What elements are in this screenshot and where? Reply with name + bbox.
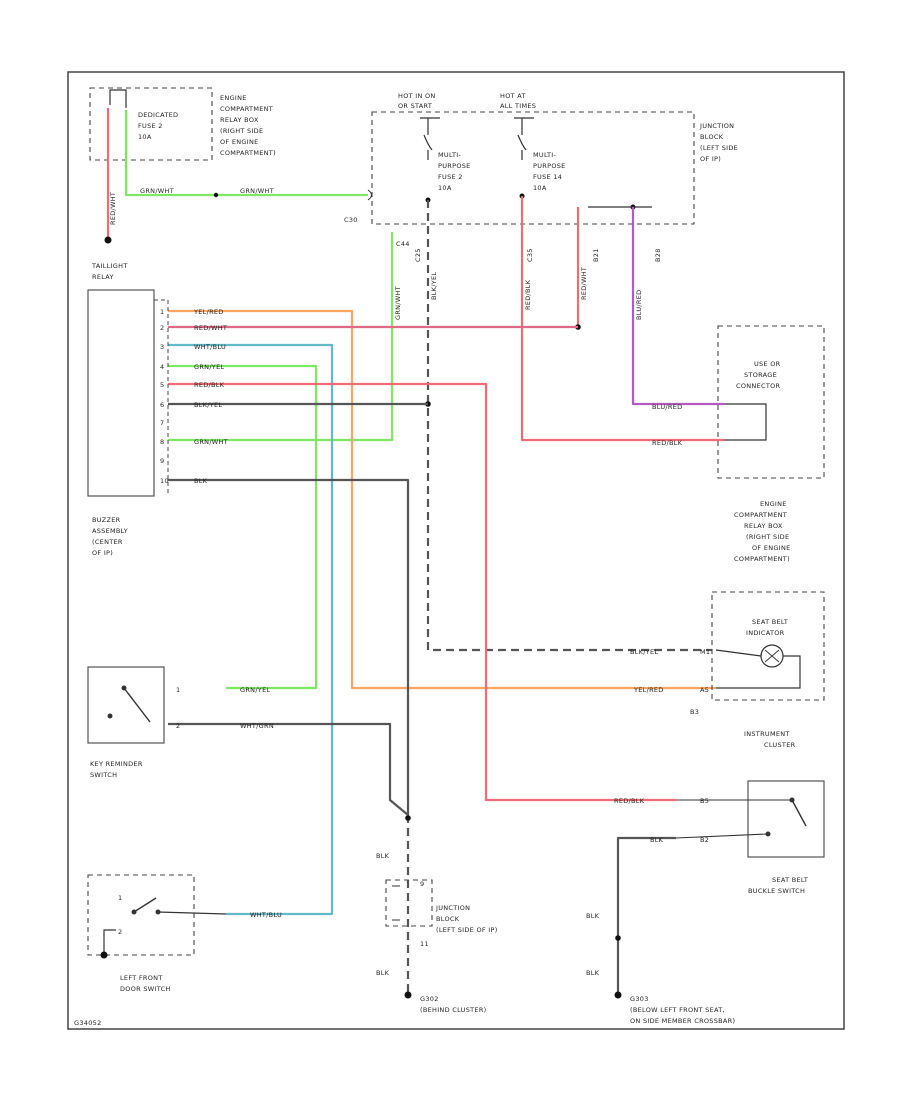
svg-text:RED/BLK: RED/BLK [524, 279, 532, 310]
svg-text:4: 4 [160, 363, 164, 371]
svg-text:C44: C44 [396, 240, 410, 248]
svg-text:SEAT BELT BUCKLE SWITCH: SEAT BELT BUCKLE SWITCH [748, 876, 811, 895]
svg-text:BLK/YEL: BLK/YEL [194, 401, 222, 409]
svg-text:RED/BLK: RED/BLK [194, 381, 225, 389]
svg-text:BLK: BLK [194, 477, 208, 485]
svg-text:KEY REMINDER SWITCH: KEY REMINDER SWITCH [90, 760, 145, 779]
svg-text:2: 2 [118, 928, 122, 936]
instrument-cluster-label: INSTRUMENT CLUSTER [744, 730, 796, 749]
diagram-frame [67, 71, 845, 1030]
svg-text:RED/BLK: RED/BLK [614, 797, 645, 805]
svg-text:BLK: BLK [586, 969, 600, 977]
seat-belt-buckle-switch: B5 B2 SEAT BELT BUCKLE SWITCH [675, 780, 825, 895]
svg-text:2: 2 [160, 324, 164, 332]
svg-text:C35: C35 [526, 248, 534, 262]
diagram-code: G34052 [74, 1019, 102, 1027]
use-storage-connector: USE OR STORAGE CONNECTOR [717, 325, 825, 479]
svg-text:RED/WHT: RED/WHT [194, 324, 227, 332]
svg-text:3: 3 [160, 343, 164, 351]
svg-text:C30: C30 [344, 216, 358, 224]
svg-text:BLU/RED: BLU/RED [652, 403, 682, 411]
engine-relay-box-top-label: ENGINE COMPARTMENT RELAY BOX (RIGHT SIDE… [220, 94, 276, 157]
svg-text:GRN/YEL: GRN/YEL [240, 686, 270, 694]
svg-text:JUNCTION BLOCK (LE: JUNCTION BLOCK (LEFT SIDE OF IP) [435, 904, 498, 934]
svg-text:BUZZER ASSEMBLY (C: BUZZER ASSEMBLY (CENTER OF IP) [92, 516, 130, 557]
wire-yel-red [168, 309, 716, 690]
svg-text:GRN/WHT: GRN/WHT [394, 286, 402, 320]
wire-blk-row11 [168, 478, 410, 815]
svg-text:WHT/GRN: WHT/GRN [240, 722, 274, 730]
wire-blk-yel-main [426, 200, 712, 652]
ground-g303-label: G303 (BELOW LEFT FRONT SEAT, ON SIDE MEM… [630, 995, 735, 1025]
svg-text:2: 2 [176, 722, 180, 730]
svg-text:5: 5 [160, 381, 164, 389]
svg-text:BLK: BLK [586, 912, 600, 920]
svg-text:WHT/BLU: WHT/BLU [250, 911, 282, 919]
svg-text:C25: C25 [414, 248, 422, 262]
wire-ground-g303 [616, 836, 676, 992]
svg-text:GRN/WHT: GRN/WHT [194, 438, 228, 446]
svg-text:9: 9 [160, 457, 164, 465]
svg-text:SEAT BELT INDICATOR: SEAT BELT INDICATOR [746, 618, 791, 637]
svg-text:B3: B3 [690, 708, 699, 716]
svg-text:GRN/YEL: GRN/YEL [194, 363, 224, 371]
svg-text:10: 10 [160, 477, 169, 485]
svg-text:BLK: BLK [650, 836, 664, 844]
svg-text:7: 7 [160, 419, 164, 427]
wire-grn-wht-top [124, 110, 368, 197]
ground-g302-label: G302 (BEHIND CLUSTER) [420, 995, 487, 1014]
wire-wht-blu [168, 343, 334, 916]
svg-text:BLU/RED: BLU/RED [635, 290, 643, 320]
wire-grn-yel [168, 364, 318, 690]
svg-text:GRN/WHT: GRN/WHT [140, 187, 174, 195]
wire-red-blk-main [520, 196, 724, 442]
svg-text:1: 1 [160, 308, 164, 316]
svg-text:YEL/RED: YEL/RED [193, 308, 224, 316]
left-front-door-switch: 1 2 LEFT FRONT DOOR SWITCH [87, 874, 227, 993]
svg-text:BLK: BLK [376, 852, 390, 860]
svg-text:USE OR STORAGE CON: USE OR STORAGE CONNECTOR [736, 360, 783, 390]
taillight-relay-label: TAILLIGHT RELAY [91, 262, 130, 281]
svg-text:BLK/YEL: BLK/YEL [430, 272, 438, 300]
svg-text:1: 1 [176, 686, 180, 694]
svg-text:GRN/WHT: GRN/WHT [240, 187, 274, 195]
svg-text:LEFT FRONT DOOR SWITCH: LEFT FRONT DOOR SWITCH [120, 974, 171, 993]
wire-red-blk-buckle [168, 382, 676, 802]
wire-blk-key-switch [168, 722, 409, 816]
svg-text:11: 11 [420, 940, 429, 948]
svg-text:B2: B2 [700, 836, 709, 844]
svg-text:RED/BLK: RED/BLK [652, 439, 683, 447]
svg-text:B21: B21 [592, 248, 600, 262]
svg-text:WHT/BLU: WHT/BLU [194, 343, 226, 351]
svg-text:6: 6 [160, 401, 164, 409]
wire-blu-red-b28 [631, 207, 724, 406]
svg-text:9: 9 [420, 880, 424, 888]
svg-text:M1: M1 [700, 648, 710, 656]
wire-grn-wht-buzzer [168, 232, 394, 442]
svg-text:YEL/RED: YEL/RED [633, 686, 664, 694]
svg-text:RED/WHT: RED/WHT [580, 267, 588, 300]
svg-text:B28: B28 [654, 248, 662, 262]
svg-text:1: 1 [118, 894, 122, 902]
key-reminder-switch: 1 2 KEY REMINDER SWITCH [87, 666, 180, 779]
svg-text:A5: A5 [700, 686, 709, 694]
engine-relay-box-right-label: ENGINE COMPARTMENT RELAY BOX (RIGHT SIDE… [734, 500, 793, 563]
svg-text:RED/WHT: RED/WHT [109, 192, 117, 225]
svg-text:8: 8 [160, 438, 164, 446]
svg-text:BLK: BLK [376, 969, 390, 977]
junction-block-bottom: JUNCTION BLOCK (LEFT SIDE OF IP) 9 11 [385, 879, 498, 948]
svg-text:B5: B5 [700, 797, 709, 805]
seat-belt-indicator: SEAT BELT INDICATOR M1 A5 B3 [690, 591, 825, 716]
svg-text:BLK/YEL: BLK/YEL [630, 648, 658, 656]
buzzer-assembly: 1 2 3 4 5 6 7 8 9 10 BUZZER ASSEMBLY (CE… [87, 289, 169, 557]
